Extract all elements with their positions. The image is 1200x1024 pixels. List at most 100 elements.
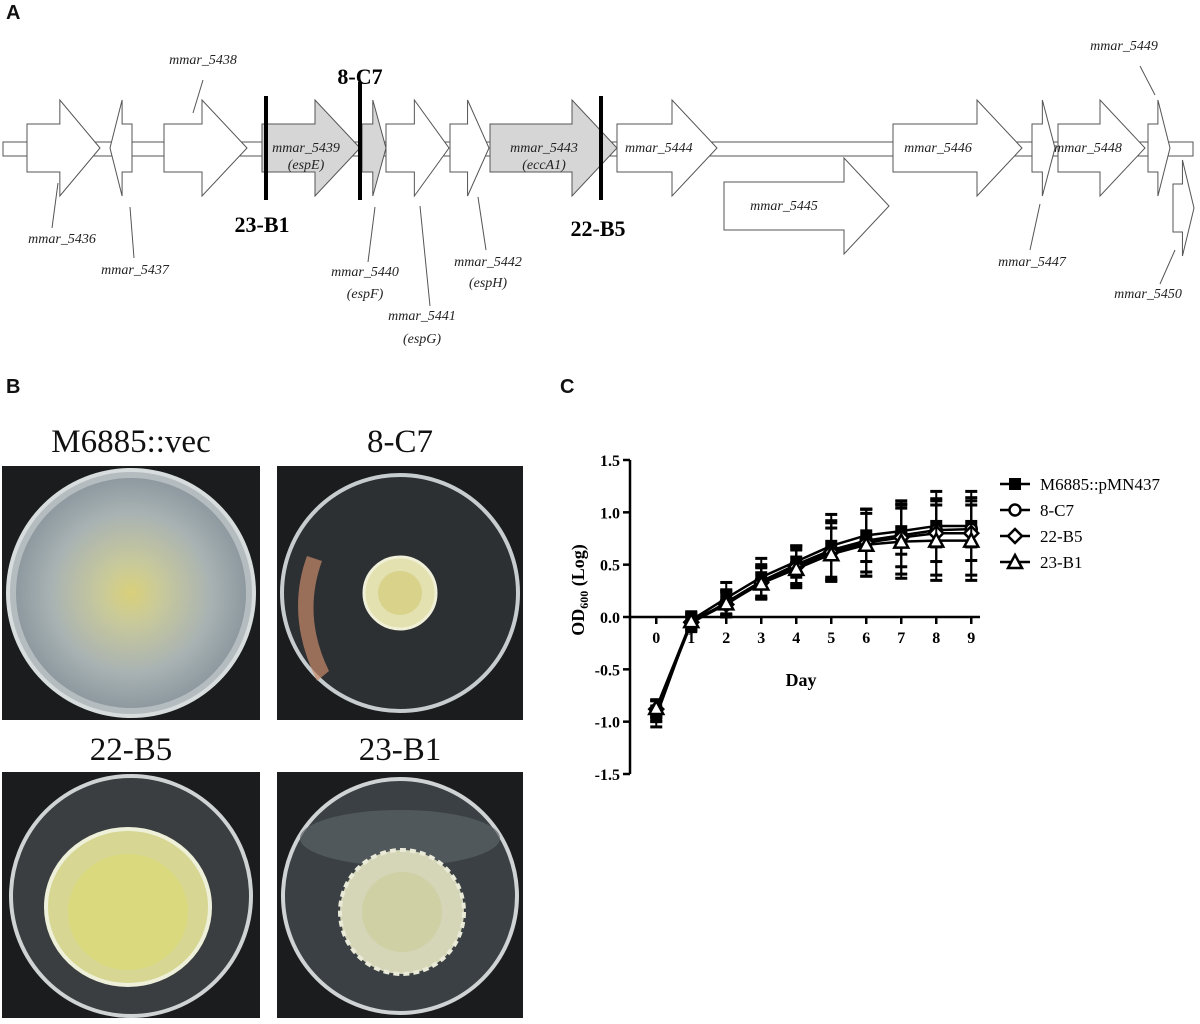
series-triangle — [647, 499, 981, 718]
gene-arrow-mmar-5449 — [1147, 99, 1171, 197]
y-tick-label: 1.5 — [600, 453, 620, 470]
data-point — [752, 573, 771, 591]
gene-arrow-mmar-5442 — [449, 99, 490, 197]
data-point — [647, 698, 666, 716]
data-point — [822, 544, 841, 562]
gene-label-mmar-5445: mmar_5445 — [750, 199, 818, 214]
gene-label-mmar-5442: mmar_5442 — [454, 255, 522, 270]
plate-photo — [277, 772, 523, 1018]
series-line — [655, 539, 972, 709]
plate-photo — [2, 772, 260, 1018]
legend-marker — [1006, 527, 1024, 545]
y-axis-label: OD600 (Log) — [568, 544, 591, 636]
gene-arrow-mmar-5440 — [361, 99, 387, 197]
callout-line — [192, 79, 204, 114]
plate-block-vec: M6885::vec — [0, 420, 262, 722]
data-point — [857, 535, 876, 553]
gene-label-mmar-5444: mmar_5444 — [625, 141, 693, 156]
callout-line — [1159, 249, 1176, 285]
x-tick-label: 3 — [757, 630, 765, 647]
plate-block-22b5: 22-B5 — [0, 728, 262, 1020]
callout-line — [419, 205, 431, 307]
callout-line — [1139, 65, 1156, 96]
gene-map: mmar_5438 mmar_5439 (espE) mmar_5443 (eccA1)… — [2, 39, 1195, 347]
panel-label-b: B — [6, 376, 21, 398]
gene-arrow-mmar-5437 — [109, 99, 133, 197]
plate-block-8c7: 8-C7 — [275, 420, 525, 722]
plate-block-23b1: 23-B1 — [275, 728, 525, 1020]
x-tick-label: 9 — [967, 630, 975, 647]
gene-arrow-mmar-5438 — [163, 98, 248, 198]
x-tick-label: 8 — [932, 630, 940, 647]
legend-label: 22-B5 — [1040, 527, 1083, 546]
gene-label-mmar-5449: mmar_5449 — [1090, 39, 1158, 54]
y-tick-label: -0.5 — [595, 662, 620, 679]
growth-curve-chart: 1.5 1.0 0.5 0.0 -0.5 -1.0 -1.5 0 1 2 3 4 5 6 7 8 9 M6885… — [568, 453, 1160, 784]
gene-label-mmar-5443: mmar_5443 — [510, 141, 578, 156]
gene-arrow-mmar-5445 — [723, 156, 890, 256]
gene-label-mmar-5447: mmar_5447 — [998, 255, 1067, 270]
data-point — [962, 530, 981, 548]
x-tick-label: 7 — [897, 630, 905, 647]
legend-marker — [1009, 478, 1021, 490]
data-point — [892, 532, 911, 549]
gene-label-mmar-5440: mmar_5440 — [331, 265, 399, 280]
colony-center — [362, 872, 442, 952]
plate-photo — [277, 466, 523, 720]
callout-line — [129, 206, 135, 259]
gene-label-mmar-5438: mmar_5438 — [169, 53, 237, 68]
legend-marker — [1008, 503, 1022, 517]
y-tick-label: -1.5 — [595, 767, 620, 784]
gene-arrow-mmar-5448 — [1057, 98, 1146, 198]
x-tick-label: 4 — [792, 630, 800, 647]
callout-line — [477, 196, 487, 251]
x-tick-label: 1 — [687, 630, 695, 647]
insertion-label: 8-C7 — [337, 64, 382, 89]
x-tick-label: 2 — [722, 630, 730, 647]
y-tick-label: -1.0 — [595, 715, 620, 732]
x-tick-label: 5 — [827, 630, 835, 647]
data-point — [787, 559, 806, 577]
gene-label-mmar-5436: mmar_5436 — [28, 232, 96, 247]
colony-center — [68, 854, 188, 970]
x-tick-label: 6 — [862, 630, 870, 647]
gene-label-mmar-5437: mmar_5437 — [101, 263, 170, 278]
light-reflection — [300, 810, 500, 866]
gene-arrow-mmar-5447 — [1031, 99, 1056, 197]
data-point — [927, 530, 946, 548]
gene-arrow-mmar-5450 — [1172, 159, 1195, 257]
legend-label: M6885::pMN437 — [1040, 475, 1160, 494]
bacterial-colony — [16, 478, 246, 708]
plate-title: 8-C7 — [367, 424, 433, 460]
gene-arrow-mmar-5446 — [892, 98, 1023, 198]
x-axis-label: Day — [786, 670, 817, 690]
data-point — [682, 611, 701, 629]
x-tick-label: 0 — [652, 630, 660, 647]
gene-label-mmar-5439: mmar_5439 — [272, 141, 340, 156]
legend-label: 8-C7 — [1040, 501, 1075, 520]
gene-arrow-mmar-5444 — [616, 98, 718, 198]
plate-title: 22-B5 — [89, 732, 173, 768]
plate-photo — [2, 466, 260, 720]
panel-label-c: C — [560, 376, 575, 398]
gene-alias-mmar-5443: (eccA1) — [522, 158, 566, 173]
gene-arrow-mmar-5439 — [261, 98, 361, 198]
callout-line — [1029, 203, 1041, 251]
y-tick-label: 0.5 — [600, 558, 620, 575]
gene-alias-mmar-5439: (espE) — [288, 158, 325, 173]
callout-line — [367, 206, 376, 263]
data-point — [717, 593, 736, 611]
light-reflection — [298, 556, 329, 681]
gene-arrow-mmar-5436 — [26, 98, 101, 198]
callout-line — [51, 182, 59, 229]
insertion-label: 22-B5 — [571, 216, 626, 241]
y-tick-label: 0.0 — [600, 610, 620, 627]
insertion-label: 23-B1 — [235, 212, 290, 237]
gene-alias-mmar-5442: (espH) — [469, 276, 507, 291]
plate-title: 23-B1 — [358, 732, 442, 768]
y-tick-label: 1.0 — [600, 505, 620, 522]
gene-label-mmar-5441: mmar_5441 — [388, 309, 456, 324]
gene-arrow-mmar-5443 — [489, 98, 618, 198]
legend-label: 23-B1 — [1040, 553, 1083, 572]
legend-marker — [1005, 552, 1025, 570]
